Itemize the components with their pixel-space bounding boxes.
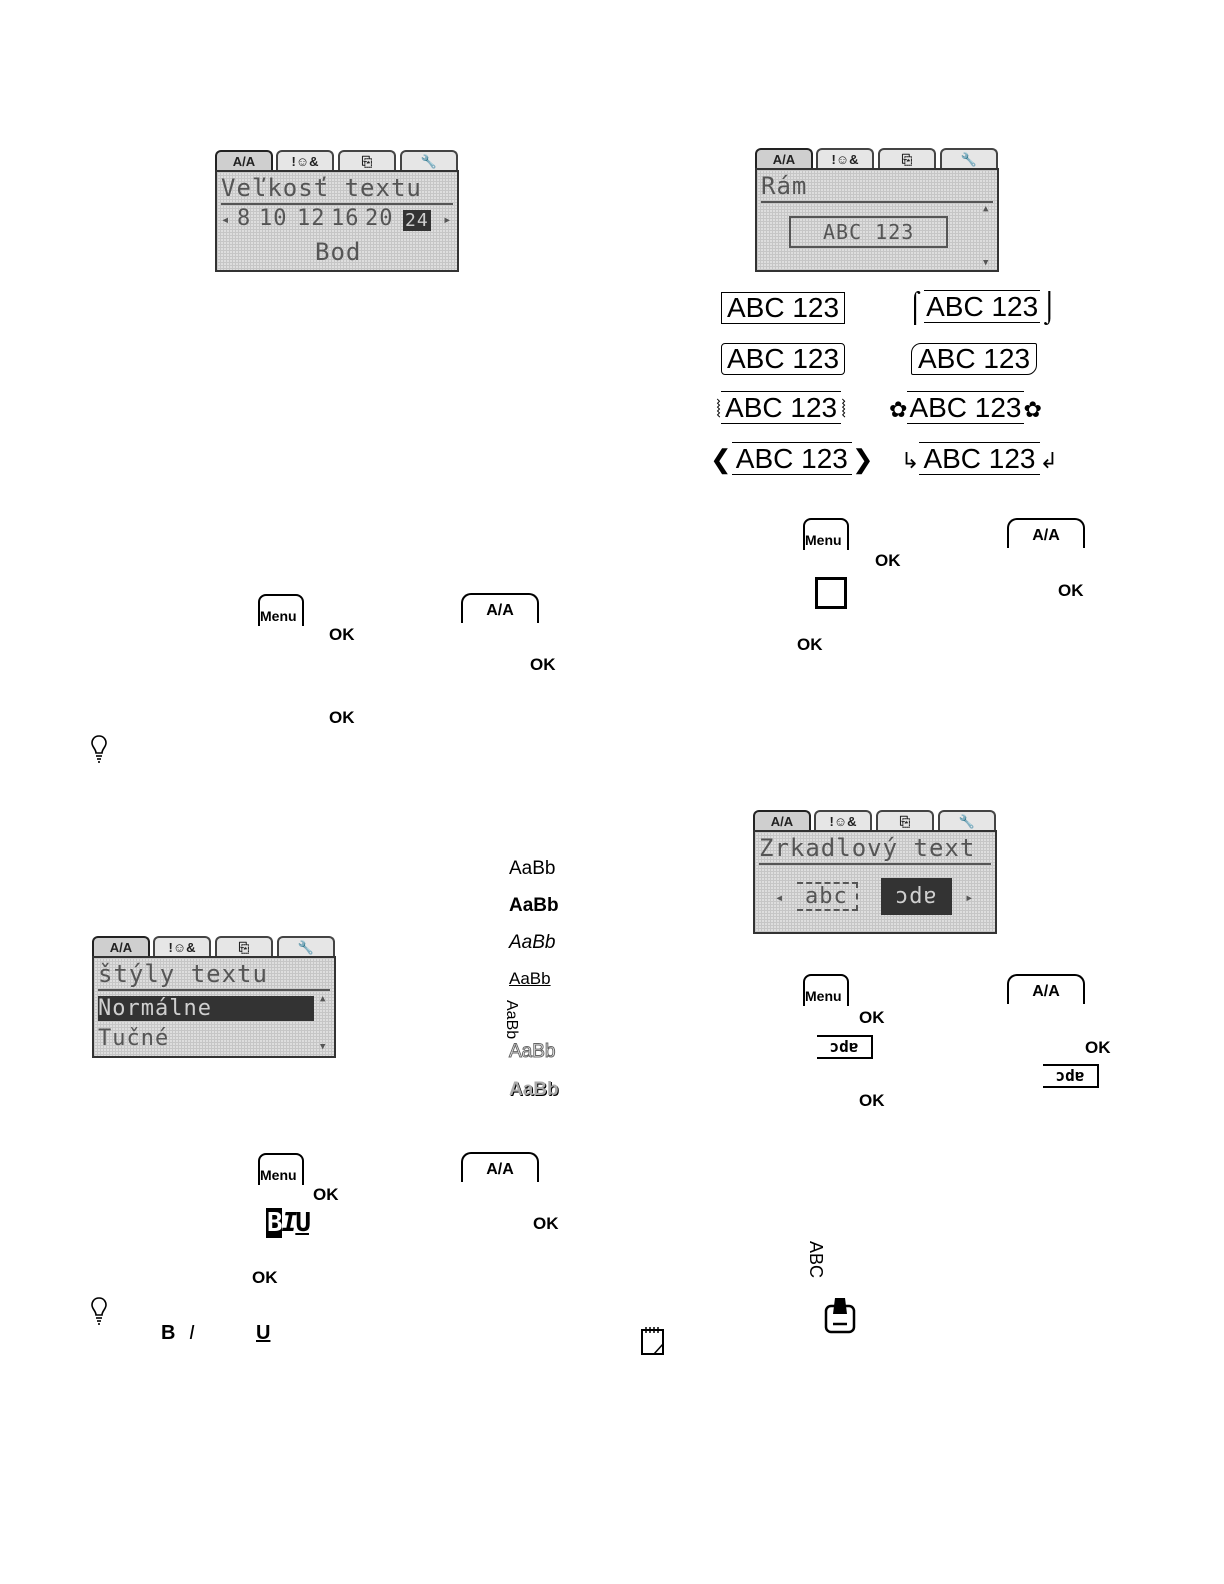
tab-format-icon: A/A xyxy=(215,150,273,170)
size-option: 10 xyxy=(259,206,288,231)
lcd-title: Veľkosť textu xyxy=(221,174,422,202)
italic-label: I xyxy=(189,1322,195,1344)
mirror-option-normal: abc xyxy=(797,882,858,911)
tab-settings-icon: 🔧 xyxy=(277,936,335,956)
frame-sample-scroll: ↳ABC 123↲ xyxy=(901,442,1058,475)
tab-settings-icon: 🔧 xyxy=(940,148,998,168)
right-arrow-icon: ▸ xyxy=(443,212,453,228)
underline-label: U xyxy=(256,1322,271,1344)
text-format-key-icon: A/A xyxy=(1007,974,1085,1004)
ok-key-icon: OK xyxy=(530,655,556,674)
lcd-title: Zrkadlový text xyxy=(759,834,976,862)
style-italic-sample: AaBb xyxy=(509,932,556,953)
tab-settings-icon: 🔧 xyxy=(938,810,996,830)
lcd-next-item: Tučné xyxy=(98,1026,170,1051)
menu-key-icon: Menu xyxy=(801,972,851,1006)
style-bold-sample: AaBb xyxy=(509,895,559,916)
ok-key-icon: OK xyxy=(329,625,355,644)
frame-sample-rounded: ABC 123 xyxy=(721,343,846,375)
scroll-up-icon: ▲ xyxy=(320,994,327,1004)
ok-key-icon: OK xyxy=(797,635,823,654)
tab-format-icon: A/A xyxy=(753,810,811,830)
mirror-text-icon: ɔdɐ xyxy=(1043,1064,1099,1088)
right-arrow-icon: ▸ xyxy=(965,890,975,906)
lcd-frame: A/A !☺& ⎘ 🔧 Rám ▲ ABC 123 ▼ xyxy=(755,146,999,272)
scroll-up-icon: ▲ xyxy=(983,204,990,214)
bold-label: B xyxy=(161,1322,176,1344)
biu-key-icon: BIU xyxy=(266,1208,311,1238)
tab-symbols-icon: !☺& xyxy=(153,936,211,956)
frame-sample-flower: ✿ABC 123✿ xyxy=(889,391,1042,424)
text-format-key-icon: A/A xyxy=(461,1152,539,1182)
frame-sample-curled: ABC 123 xyxy=(911,343,1038,375)
scroll-down-icon: ▼ xyxy=(983,258,990,268)
note-icon xyxy=(641,1327,664,1355)
size-option: 16 xyxy=(331,206,360,231)
size-option: 12 xyxy=(297,206,326,231)
scroll-down-icon: ▼ xyxy=(320,1042,327,1052)
tab-symbols-icon: !☺& xyxy=(814,810,872,830)
lcd-title: štýly textu xyxy=(98,960,268,988)
size-option-selected: 24 xyxy=(403,210,431,231)
text-format-key-icon: A/A xyxy=(461,593,539,623)
lcd-title: Rám xyxy=(761,172,808,200)
vertical-text-sample: ABC xyxy=(806,1241,826,1279)
style-outline-sample: AaBb xyxy=(508,1041,556,1063)
left-arrow-icon: ◂ xyxy=(775,890,785,906)
frame-sample-arrow: ❮ABC 123❯ xyxy=(710,442,874,475)
lightbulb-icon xyxy=(91,1297,107,1325)
text-format-key-icon: A/A xyxy=(1007,518,1085,548)
style-underline-sample: AaBb xyxy=(509,969,551,988)
tab-format-icon: A/A xyxy=(92,936,150,956)
lcd-text-styles: A/A !☺& ⎘ 🔧 štýly textu Normálne Tučné ▲… xyxy=(92,934,336,1058)
ok-key-icon: OK xyxy=(313,1185,339,1204)
lcd-unit: Bod xyxy=(315,238,362,266)
style-normal-sample: AaBb xyxy=(509,858,556,879)
menu-key-icon: Menu xyxy=(256,592,306,626)
frame-sample-box: ABC 123 xyxy=(721,292,846,324)
cutter-icon xyxy=(824,1298,856,1334)
left-arrow-icon: ◂ xyxy=(221,212,231,228)
ok-key-icon: OK xyxy=(1058,581,1084,600)
lcd-mirror-text: A/A !☺& ⎘ 🔧 Zrkadlový text ◂ abc ɔdɐ ▸ xyxy=(753,808,997,934)
tab-files-icon: ⎘ xyxy=(876,810,934,830)
lcd-selected-item: Normálne xyxy=(98,996,314,1021)
ok-key-icon: OK xyxy=(859,1008,885,1027)
tab-symbols-icon: !☺& xyxy=(816,148,874,168)
style-vertical-sample: AaBb xyxy=(503,1000,520,1040)
frame-key-icon xyxy=(815,577,847,609)
ok-key-icon: OK xyxy=(533,1214,559,1233)
style-shadow-sample: AaBb xyxy=(509,1079,559,1100)
tab-symbols-icon: !☺& xyxy=(276,150,334,170)
tab-files-icon: ⎘ xyxy=(878,148,936,168)
tab-files-icon: ⎘ xyxy=(338,150,396,170)
mirror-text-icon: ɔdɐ xyxy=(817,1035,873,1059)
menu-key-icon: Menu xyxy=(256,1151,306,1185)
frame-preview: ABC 123 xyxy=(789,216,949,248)
ok-key-icon: OK xyxy=(252,1268,278,1287)
mirror-option-selected: ɔdɐ xyxy=(881,878,952,915)
tab-format-icon: A/A xyxy=(755,148,813,168)
menu-key-icon: Menu xyxy=(801,516,851,550)
size-option: 20 xyxy=(365,206,394,231)
ok-key-icon: OK xyxy=(329,708,355,727)
ok-key-icon: OK xyxy=(875,551,901,570)
tab-settings-icon: 🔧 xyxy=(400,150,458,170)
tab-files-icon: ⎘ xyxy=(215,936,273,956)
size-option: 8 xyxy=(237,206,252,231)
frame-sample-flag: ⌠ABC 123⌡ xyxy=(906,290,1059,323)
lcd-text-size: A/A !☺& ⎘ 🔧 Veľkosť textu ◂ 8 10 12 16 2… xyxy=(215,148,459,272)
lightbulb-icon xyxy=(91,735,107,763)
ok-key-icon: OK xyxy=(1085,1038,1111,1057)
frame-sample-wave: ⦚ABC 123⦚ xyxy=(716,391,847,424)
ok-key-icon: OK xyxy=(859,1091,885,1110)
